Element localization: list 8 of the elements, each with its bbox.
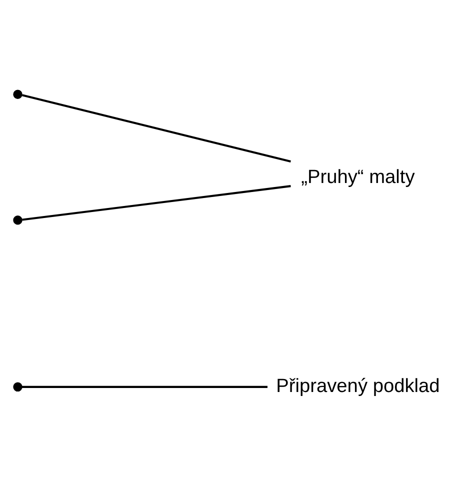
connector: [22, 94, 291, 162]
node-text: Připravený podklad: [276, 375, 440, 396]
connector: [22, 184, 291, 220]
node-circle: [13, 382, 22, 392]
node-circle: [13, 89, 22, 99]
node-circle: [13, 215, 22, 224]
connector: [22, 385, 268, 388]
node-text: „Pruhy“ malty: [301, 166, 415, 188]
